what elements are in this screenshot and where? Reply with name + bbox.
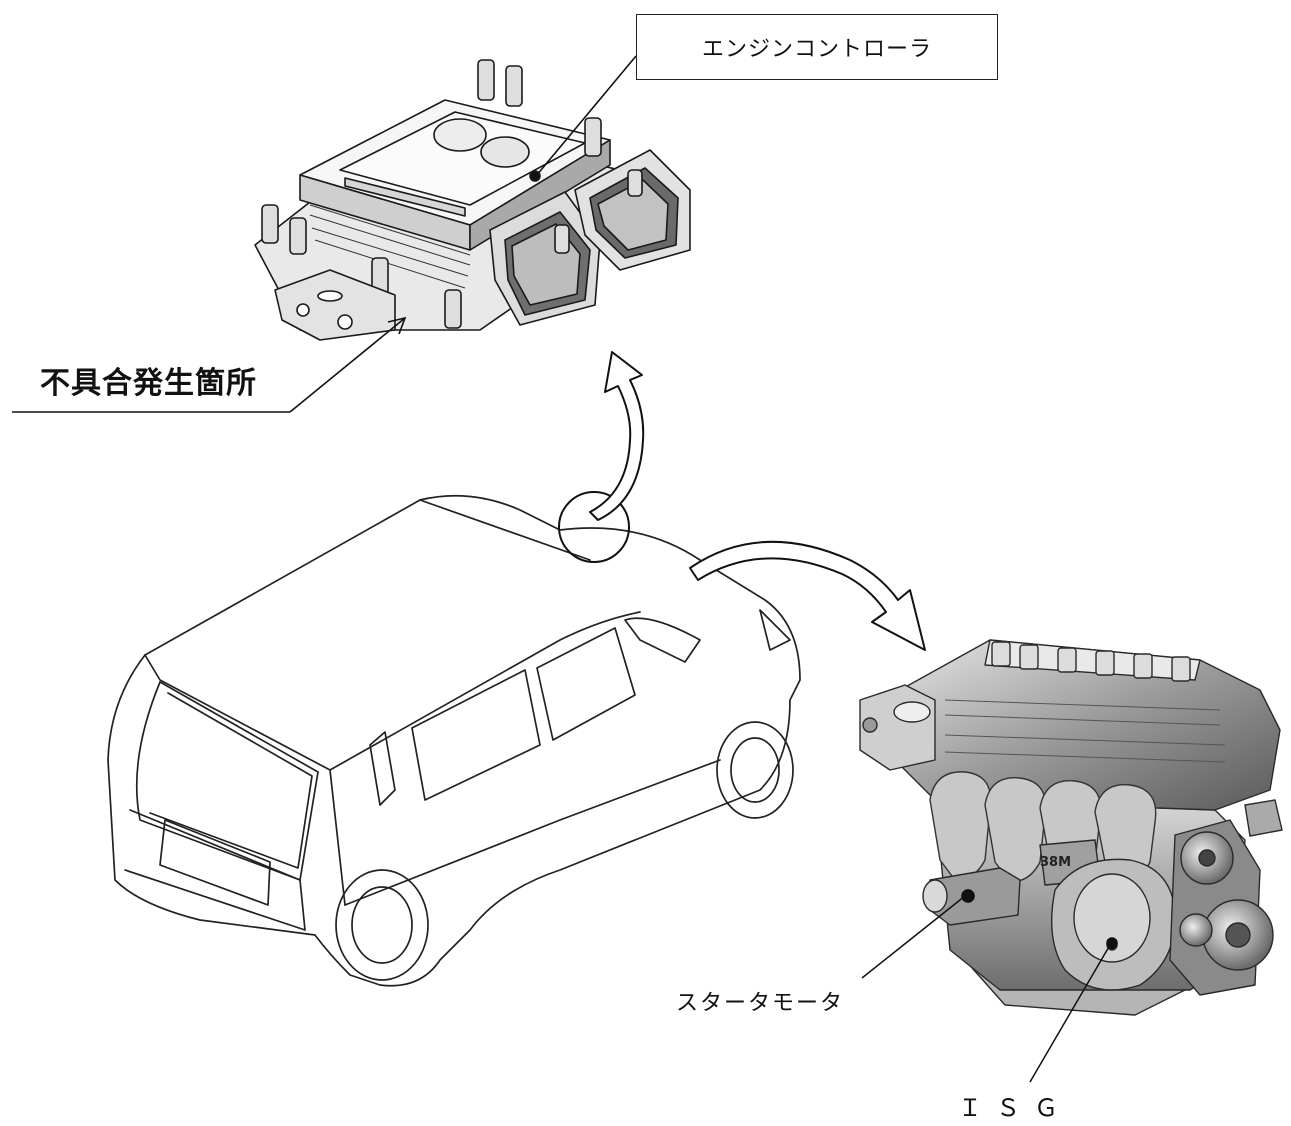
ecu-illustration (254, 59, 691, 341)
svg-text:38M: 38M (1040, 855, 1071, 870)
location-circle (558, 491, 630, 563)
isg-label: ＩＳＧ (958, 1094, 1072, 1122)
engine-controller-label: エンジンコントローラ (636, 14, 998, 80)
defect-leader (12, 316, 407, 413)
car-outline (107, 494, 801, 987)
arrow-to-engine (689, 540, 926, 651)
isg-leader (1029, 937, 1118, 1083)
ecu-leader-line (535, 55, 637, 177)
engine-illustration: 38M (859, 639, 1283, 1016)
starter-motor-label: スタータモータ (676, 991, 845, 1016)
arrow-to-ecu (589, 351, 645, 521)
defect-location-label: 不具合発生箇所 (40, 366, 257, 401)
starter-leader (861, 889, 975, 979)
